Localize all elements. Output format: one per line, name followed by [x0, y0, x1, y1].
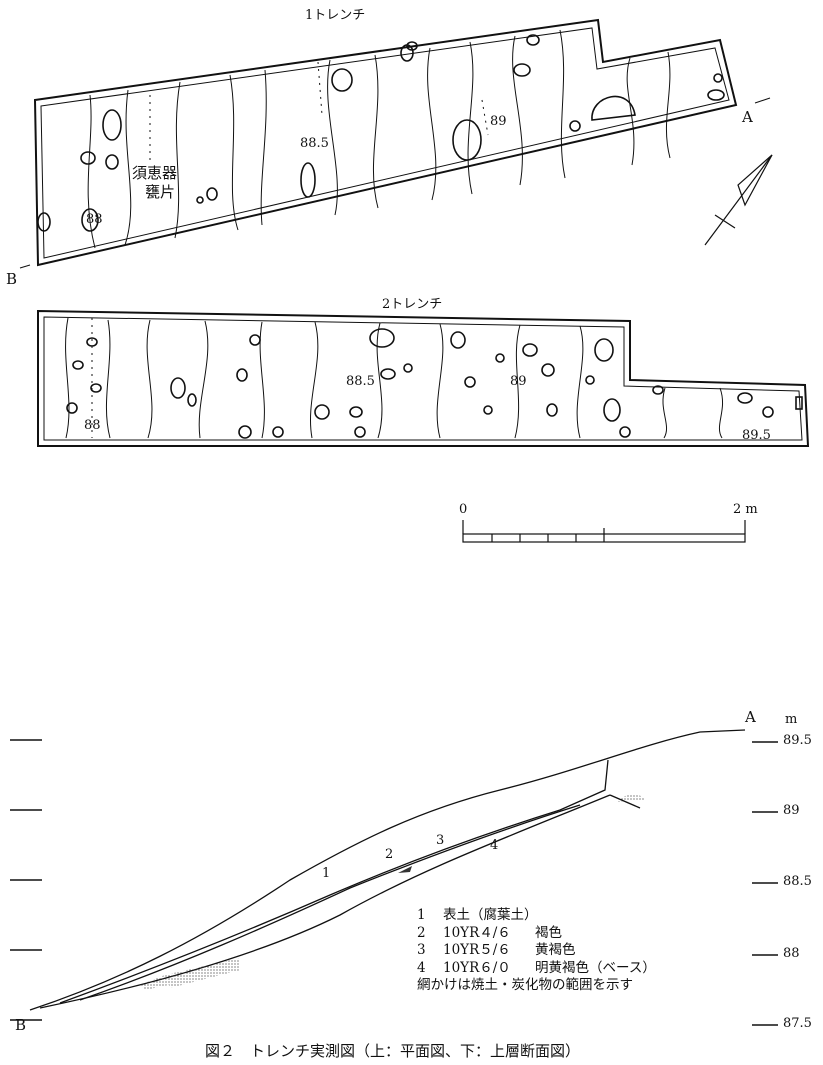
contour-label: 88.5: [346, 374, 375, 389]
trench-1-contours: [87, 29, 671, 249]
layer-label: 4: [490, 838, 499, 853]
point-a-label: A: [742, 108, 753, 126]
point-b-label: B: [6, 270, 18, 288]
scale-bar: [462, 520, 746, 543]
elevation-label: 89.5: [783, 733, 812, 748]
figure-caption: 図２ トレンチ実測図（上：平面図、下：上層断面図）: [205, 1042, 581, 1060]
layer-label: 2: [385, 847, 394, 862]
contour-label: 88: [86, 212, 103, 227]
trench-2-title: 2トレンチ: [382, 297, 443, 312]
contour-label: 89: [510, 374, 527, 389]
layer-label: 1: [322, 866, 331, 881]
section-point-b: B: [15, 1016, 27, 1034]
elevation-label: 88: [783, 946, 800, 961]
elevation-unit: m: [785, 712, 798, 727]
find-label: 須恵器: [132, 164, 178, 182]
elevation-label: 87.5: [783, 1016, 812, 1031]
trench-1-stones: [37, 34, 725, 232]
north-arrow-icon: [704, 154, 773, 246]
legend-note: 網かけは焼土・炭化物の範囲を示す: [417, 977, 633, 993]
scale-end: 2 m: [733, 502, 758, 517]
section-point-a: A: [745, 708, 756, 726]
contour-label: 89.5: [742, 428, 771, 443]
trench-1-title: 1トレンチ: [305, 8, 366, 23]
section-right-ticks: [752, 741, 778, 1026]
trench-2-outline: [37, 309, 810, 447]
elevation-label: 89: [783, 803, 800, 818]
contour-label: 89: [490, 114, 507, 129]
trench-1-outline: [33, 18, 738, 267]
elevation-label: 88.5: [783, 874, 812, 889]
trench-2-stones: [66, 328, 803, 439]
trench-2-contours: [65, 317, 724, 439]
layer-label: 3: [436, 833, 445, 848]
section-left-ticks: [10, 739, 42, 1021]
scale-start: 0: [459, 502, 468, 517]
find-label: 甕片: [145, 183, 176, 201]
contour-label: 88: [84, 418, 101, 433]
section-profile: [29, 729, 746, 1011]
contour-label: 88.5: [300, 136, 329, 151]
